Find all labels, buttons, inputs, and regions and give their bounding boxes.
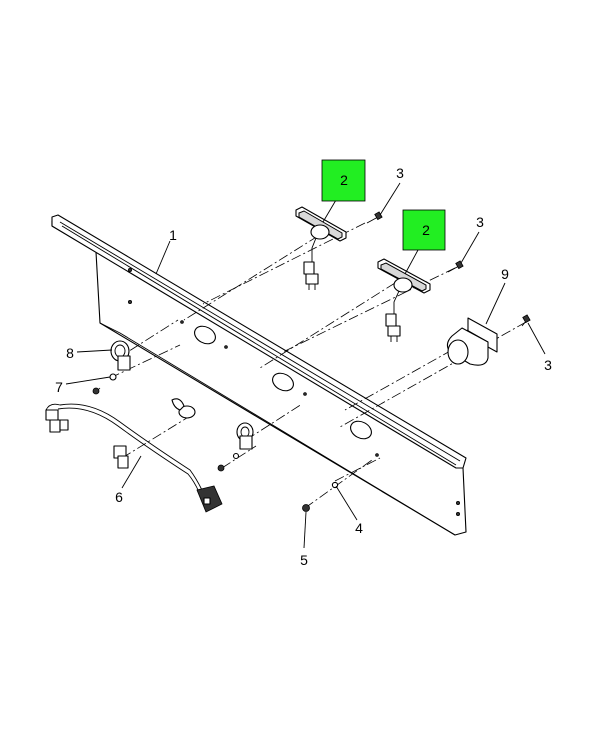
callout-2b: 2	[422, 222, 430, 238]
leader-lines	[65, 182, 546, 549]
callout-9: 9	[501, 266, 509, 282]
screw-upper-right	[447, 260, 464, 273]
callout-1: 1	[169, 227, 177, 243]
bracket-panel	[51, 214, 467, 536]
callout-3a: 3	[396, 165, 404, 181]
marker-lamp-left	[295, 206, 347, 290]
callout-3c: 3	[544, 357, 552, 373]
screw-far-right	[521, 314, 531, 327]
callout-2a-highlight	[321, 159, 366, 202]
callout-labels: 2 2 1 3 3 9 3 8 7 6 4 5	[55, 159, 552, 568]
nut-left	[109, 373, 117, 381]
wiring-harness	[45, 403, 223, 513]
alignment-lines	[95, 222, 527, 509]
clearance-lamp-middle	[217, 422, 254, 472]
clearance-lamp-left	[110, 340, 131, 371]
nut-small-left	[92, 387, 100, 395]
grommet	[171, 398, 196, 419]
marker-lamp-right	[377, 258, 431, 342]
callout-3b: 3	[476, 214, 484, 230]
callout-6: 6	[115, 489, 123, 505]
nut-bottom	[302, 504, 310, 512]
callout-2b-highlight	[402, 209, 446, 251]
screw-upper-left	[366, 211, 383, 224]
callout-2a: 2	[340, 172, 348, 188]
callout-7: 7	[55, 379, 63, 395]
callout-4: 4	[355, 520, 363, 536]
callout-5: 5	[300, 552, 308, 568]
lamp-housing	[446, 317, 498, 366]
callout-8: 8	[66, 345, 74, 361]
